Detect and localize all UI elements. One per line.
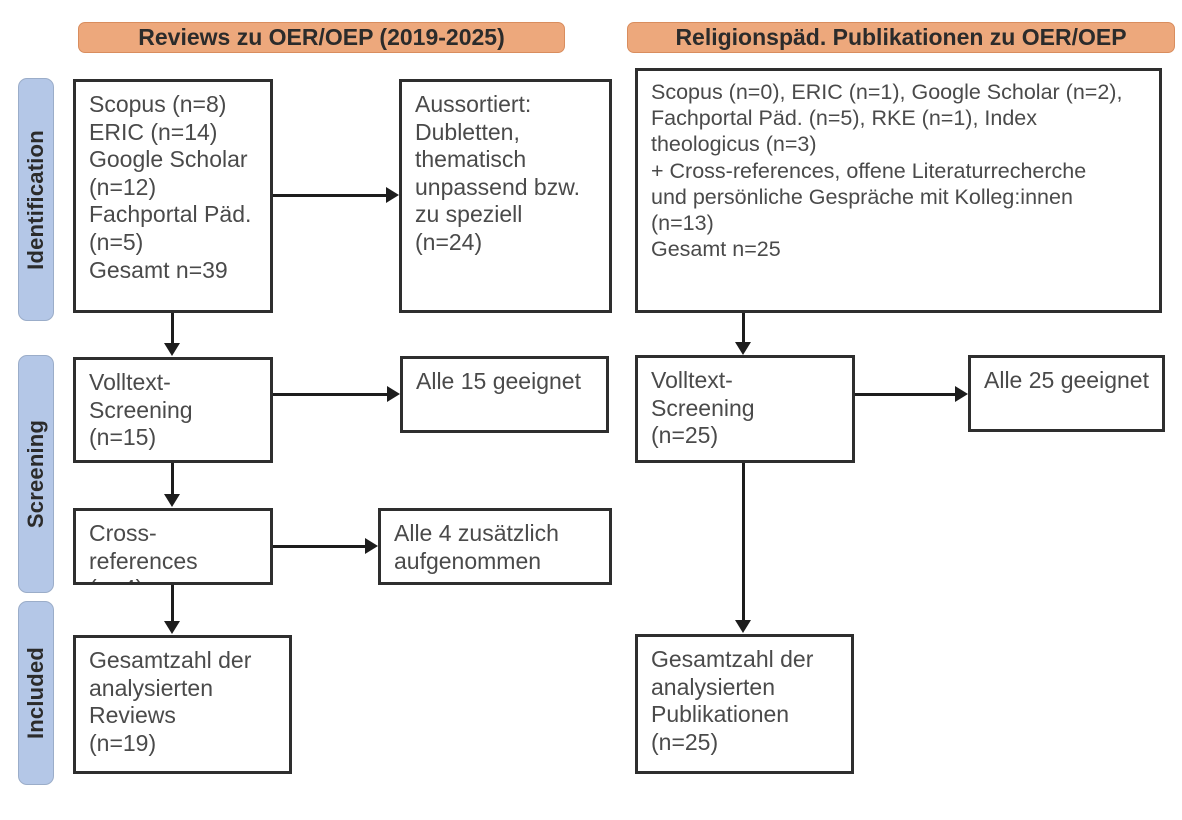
arrowhead-left-crossrefs-to-included	[164, 621, 180, 634]
box-left-included-total: Gesamtzahl der analysierten Reviews (n=1…	[73, 635, 292, 774]
box-left-fulltext-screening: Volltext- Screening (n=15)	[73, 357, 273, 463]
connector-left-crossrefs-to-included	[171, 585, 174, 622]
connector-left-sources-to-screening	[171, 313, 174, 344]
arrowhead-left-crossrefs-to-result	[365, 538, 378, 554]
arrowhead-right-screening-to-result	[955, 386, 968, 402]
box-left-identification-sources: Scopus (n=8) ERIC (n=14) Google Scholar …	[73, 79, 273, 313]
box-right-identification-sources: Scopus (n=0), ERIC (n=1), Google Scholar…	[635, 68, 1162, 313]
stage-pill-screening: Screening	[18, 355, 54, 593]
arrowhead-right-sources-to-screening	[735, 342, 751, 355]
connector-left-sources-to-excluded	[273, 194, 386, 197]
connector-left-screening-to-result	[273, 393, 387, 396]
connector-left-crossrefs-to-result	[273, 545, 365, 548]
box-right-fulltext-screening: Volltext- Screening (n=25)	[635, 355, 855, 463]
column-header-publications: Religionspäd. Publikationen zu OER/OEP	[627, 22, 1175, 53]
arrowhead-left-sources-to-excluded	[386, 187, 399, 203]
box-left-cross-references-result: Alle 4 zusätzlich aufgenommen	[378, 508, 612, 585]
arrowhead-right-screening-to-included	[735, 620, 751, 633]
box-right-fulltext-result: Alle 25 geeignet	[968, 355, 1165, 432]
connector-right-screening-to-result	[855, 393, 955, 396]
arrowhead-left-screening-to-crossrefs	[164, 494, 180, 507]
stage-label-included: Included	[23, 646, 48, 740]
column-header-publications-label: Religionspäd. Publikationen zu OER/OEP	[675, 24, 1127, 50]
stage-label-screening: Screening	[23, 419, 48, 529]
box-left-fulltext-result: Alle 15 geeignet	[400, 356, 609, 433]
box-left-excluded: Aussortiert: Dubletten, thematisch unpas…	[399, 79, 612, 313]
arrowhead-left-screening-to-result	[387, 386, 400, 402]
connector-right-sources-to-screening	[742, 313, 745, 343]
stage-label-identification: Identification	[23, 129, 48, 270]
box-right-included-total: Gesamtzahl der analysierten Publikatione…	[635, 634, 854, 774]
connector-right-screening-to-included	[742, 463, 745, 621]
column-header-reviews-label: Reviews zu OER/OEP (2019-2025)	[138, 24, 505, 50]
connector-left-screening-to-crossrefs	[171, 463, 174, 495]
stage-pill-included: Included	[18, 601, 54, 785]
column-header-reviews: Reviews zu OER/OEP (2019-2025)	[78, 22, 565, 53]
stage-pill-identification: Identification	[18, 78, 54, 321]
arrowhead-left-sources-to-screening	[164, 343, 180, 356]
box-left-cross-references: Cross-references (n=4)	[73, 508, 273, 585]
